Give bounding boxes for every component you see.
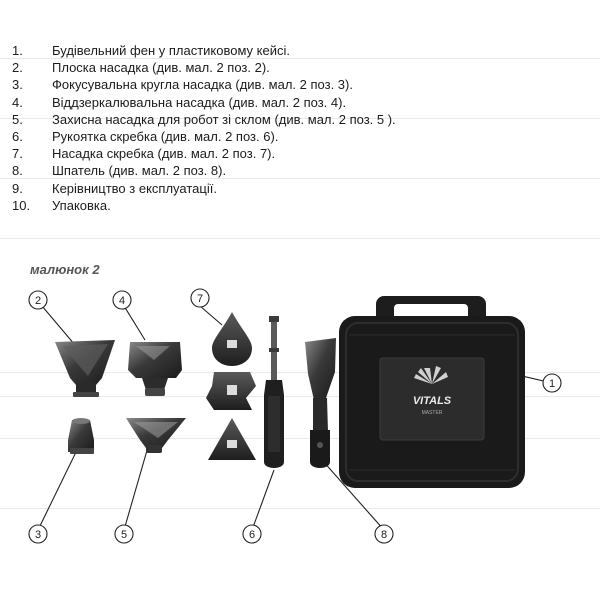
callout-5: 5 [114,524,134,544]
list-item: 8. Шпатель (див. мал. 2 поз. 8). [10,162,590,179]
list-item-number: 1. [12,43,23,58]
flat-nozzle-icon [55,340,115,397]
svg-text:8: 8 [381,529,387,541]
list-item-number: 6. [12,128,23,144]
background-rule [0,238,600,239]
svg-text:4: 4 [119,295,125,307]
figure-caption: малюнок 2 [30,262,100,277]
callout-7: 7 [190,288,210,308]
list-item-text: Рукоятка скребка (див. мал. 2 поз. 6). [52,128,279,144]
accessories-figure: VITALS MASTER 2 4 7 1 3 5 6 [28,288,562,544]
svg-text:7: 7 [197,293,203,305]
svg-text:2: 2 [35,295,41,307]
background-rule [0,438,600,439]
glass-nozzle-icon [126,418,186,453]
list-item: 1. Будівельний фен у пластиковому кейсі. [10,42,590,59]
callouts: 2 4 7 1 3 5 6 8 [28,288,562,544]
case-brand-text: VITALS [413,395,452,407]
list-item-text: Віддзеркалювальна насадка (див. мал. 2 п… [52,94,347,110]
background-rule [0,396,600,397]
contents-list: 1.Будівельний фен у пластиковому кейсі. … [10,42,590,214]
list-item-number: 3. [12,77,23,93]
list-item-number: 9. [12,180,23,196]
svg-text:6: 6 [249,529,255,541]
scraper-blades-icon [206,312,256,460]
list-item: 4. Віддзеркалювальна насадка (див. мал. 2… [10,94,590,111]
list-item: 10. Упаковка. [10,197,590,214]
svg-text:3: 3 [35,529,41,541]
background-rule [0,118,600,119]
list-item-number: 5. [12,111,23,127]
scraper-handle-icon [264,316,284,468]
list-item-text: Упаковка. [52,197,111,213]
list-item: 6. Рукоятка скребка (див. мал. 2 поз. 6). [10,128,590,145]
list-item: 2. Плоска насадка (див. мал. 2 поз. 2). [10,59,590,76]
carry-case-icon: VITALS MASTER [339,296,525,488]
list-item: 5. Захисна насадка для робот зі склом (ди… [10,111,590,128]
list-item-number: 4. [12,94,23,110]
list-item-text: Насадка скребка (див. мал. 2 поз. 7). [52,146,276,162]
svg-text:1: 1 [549,378,555,390]
round-nozzle-icon [68,418,94,454]
list-item: 9. Керівництво з експлуатації. [10,180,590,197]
callout-8: 8 [374,524,394,544]
list-item-text: Плоска насадка (див. мал. 2 поз. 2). [52,60,270,76]
list-item-number: 10. [12,197,31,213]
list-item-number: 2. [12,60,23,76]
background-rule [0,508,600,509]
list-item-text: Керівництво з експлуатації. [52,180,217,196]
callout-4: 4 [112,290,132,310]
callout-3: 3 [28,524,48,544]
callout-2: 2 [28,290,48,310]
background-rule [0,372,600,373]
list-item-text: Фокусувальна кругла насадка (див. мал. 2… [52,77,353,93]
list-item: 7. Насадка скребка (див. мал. 2 поз. 7). [10,145,590,162]
svg-text:5: 5 [121,529,127,541]
reflector-nozzle-icon [128,342,182,396]
list-item-text: Захисна насадка для робот зі склом (див.… [52,111,396,127]
list-item: 3. Фокусувальна кругла насадка (див. мал.… [10,76,590,93]
list-item-number: 8. [12,163,23,179]
callout-6: 6 [242,524,262,544]
background-rule [0,178,600,179]
callout-1: 1 [542,373,562,393]
background-rule [0,58,600,59]
list-item-text: Будівельний фен у пластиковому кейсі. [52,43,290,58]
case-subbrand-text: MASTER [422,410,443,416]
list-item-text: Шпатель (див. мал. 2 поз. 8). [52,163,227,179]
list-item-number: 7. [12,146,23,162]
spatula-icon [305,338,336,468]
